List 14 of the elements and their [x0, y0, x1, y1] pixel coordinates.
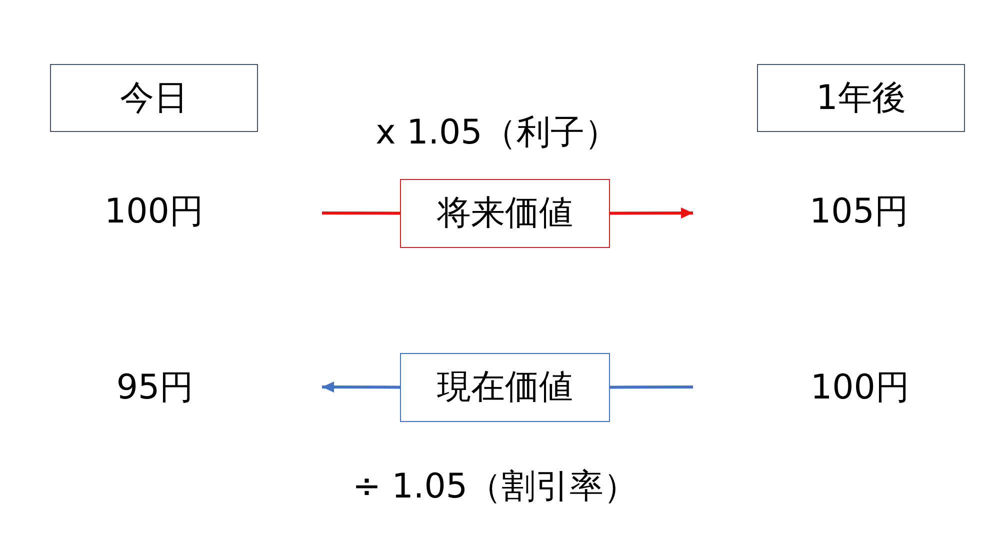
- heading-box: 1年後: [757, 64, 965, 132]
- formula-text: x 1.05（利子）: [376, 112, 618, 154]
- amount-text: 100円: [810, 368, 910, 408]
- concept-box: 現在価値: [400, 353, 610, 422]
- connector-line: [322, 212, 400, 215]
- formula-text: ÷ 1.05（割引率）: [352, 466, 638, 508]
- connector-line: [610, 386, 693, 389]
- arrow: [610, 208, 693, 219]
- amount-text: 95円: [116, 368, 194, 408]
- amount-text: 105円: [810, 192, 908, 232]
- arrow: [322, 382, 400, 393]
- concept-box: 将来価値: [400, 179, 610, 248]
- amount-text: 100円: [104, 192, 204, 232]
- heading-box: 今日: [50, 64, 258, 132]
